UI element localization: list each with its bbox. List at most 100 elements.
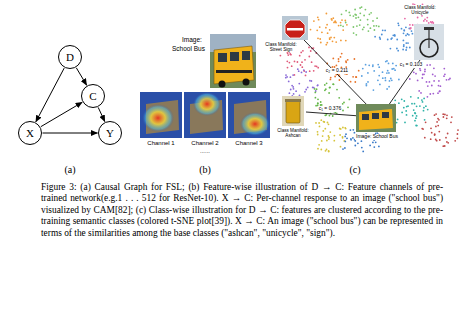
scatter-dot [420,92,422,94]
scatter-dot [401,28,403,30]
scatter-dot [328,138,330,140]
scatter-dot [422,128,424,130]
scatter-dot [331,19,333,21]
scatter-dot [406,114,408,116]
scatter-dot [413,71,415,73]
scatter-dot [419,68,421,70]
unicycle-image [414,24,444,60]
scatter-dot [397,50,399,52]
scatter-dot [291,65,293,67]
scatter-dot [370,12,372,14]
panel-label: (a) [64,164,75,175]
scatter-dot [287,67,289,69]
scatter-dot [317,85,319,87]
scatter-dot [356,25,358,27]
scatter-dot [445,137,447,139]
scatter-dot [377,79,379,81]
scatter-dot [357,142,359,144]
scatter-dot [439,90,441,92]
scatter-dot [457,133,459,135]
scatter-dot [360,19,362,21]
scatter-dot [333,140,335,142]
scatter-dot [302,50,304,52]
scatter-dot [426,20,428,22]
variable-name: D [66,52,74,63]
scatter-dot [317,148,319,150]
scatter-dot [425,105,427,107]
scatter-dot [416,125,418,127]
scatter-dot [403,29,405,31]
scatter-dot [352,76,354,78]
scatter-dot [342,137,344,139]
scatter-dot [403,107,405,109]
scatter-dot [411,103,413,105]
scatter-dot [298,83,300,85]
scatter-dot [391,68,393,70]
scatter-dot [340,146,342,148]
scatter-dot [328,151,330,153]
scatter-dot [305,75,307,77]
class-manifold-label: Class Manifold: Ashcan [273,128,313,138]
scatter-dot [435,139,437,141]
scatter-dot [341,53,343,55]
scatter-dot [446,79,448,81]
scatter-dot [317,84,319,86]
scatter-dot [418,90,420,92]
scatter-dot [323,121,325,123]
scatter-dot [436,121,438,123]
scatter-dot [363,15,365,17]
scatter-dot [289,53,291,55]
scatter-dot [321,31,323,33]
image-caption: Image: School Bus [355,134,399,140]
scatter-dot [391,37,393,39]
scatter-dot [434,133,436,135]
scatter-dot [361,6,363,8]
scatter-dot [289,62,291,64]
variable-name: C [89,91,96,102]
scatter-dot [334,135,336,137]
scatter-dot [328,150,330,152]
image-caption: School Bus [172,45,205,52]
scatter-dot [390,48,392,50]
scatter-dot [405,26,407,28]
scatter-dot [316,66,318,68]
scatter-dot [316,29,318,31]
scatter-dot [411,30,413,32]
scatter-dot [328,135,330,137]
scatter-dot [324,128,326,130]
scatter-dot [317,103,319,105]
scatter-dot [299,55,301,57]
scatter-dot [287,54,289,56]
scatter-dot [355,76,357,78]
scatter-dot [334,76,336,78]
scatter-dot [393,68,395,70]
scatter-dot [317,67,319,69]
scatter-dot [405,42,407,44]
scatter-dot [415,117,417,119]
causal-arrow [41,102,82,126]
scatter-dot [406,106,408,108]
scatter-dot [412,33,414,35]
scatter-dot [334,20,336,22]
scatter-dot [384,30,386,32]
scatter-dot [314,92,316,94]
scatter-dot [388,63,390,65]
scatter-dot [324,114,326,116]
scatter-dot [329,131,331,133]
scatter-dot [341,19,343,21]
scatter-dot [316,88,318,90]
scatter-dot [333,37,335,39]
scatter-dot [366,83,368,85]
scatter-dot [317,16,319,18]
scatter-dot [355,17,357,19]
scatter-dot [409,78,411,80]
scatter-dot [443,116,445,118]
scatter-dot [395,65,397,67]
causal-arrow [43,133,98,134]
scatter-dot [342,25,344,27]
scatter-dot [286,60,288,62]
scatter-dot [433,67,435,69]
scatter-dot [353,26,355,28]
scatter-dot [315,97,317,99]
scatter-dot [285,74,287,76]
